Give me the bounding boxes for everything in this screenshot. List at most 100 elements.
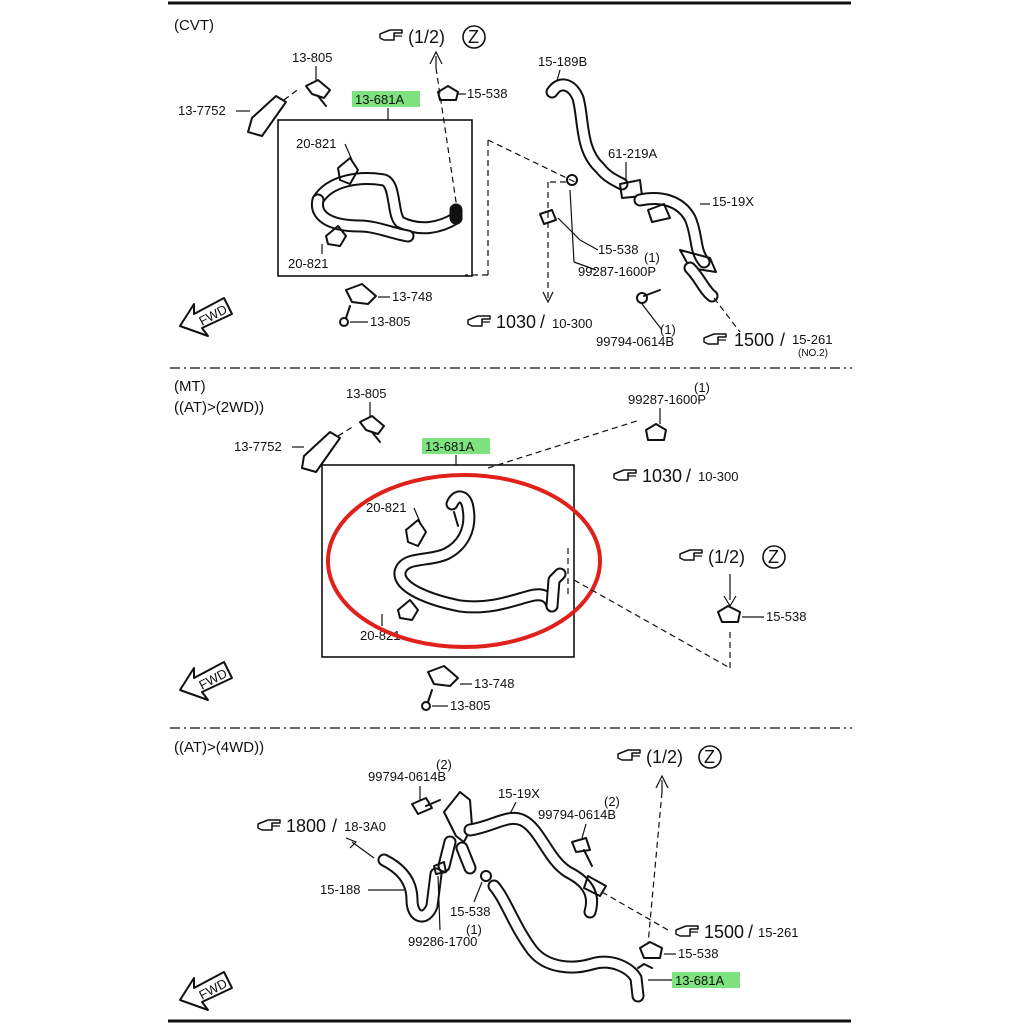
detail-box bbox=[321, 464, 575, 658]
label-bolt-right-qty: (1) bbox=[660, 322, 676, 337]
clip-icon bbox=[437, 85, 459, 101]
pointing-hand-icon bbox=[467, 315, 491, 327]
label-bolt-top: 13-805 bbox=[292, 50, 332, 65]
fwd-label: FWD bbox=[196, 302, 229, 329]
pointing-hand-icon bbox=[675, 925, 699, 937]
label-clamp: 99287-1600P bbox=[628, 392, 706, 407]
label-clamp: 99287-1600P bbox=[578, 264, 656, 279]
label-clip-right: 15-538 bbox=[766, 609, 806, 624]
bracket-icon bbox=[247, 95, 287, 137]
section-title: (CVT) bbox=[174, 17, 214, 34]
label-hose-left: 15-188 bbox=[320, 882, 360, 897]
ref-1500-sub: 15-261 bbox=[758, 925, 798, 940]
bracket-bottom-icon bbox=[427, 665, 459, 687]
label-clamp: 99286-1700 bbox=[408, 934, 477, 949]
bolt-right-icon bbox=[636, 292, 648, 304]
label-bolt-bottom: 13-805 bbox=[450, 698, 490, 713]
label-bracket: 13-7752 bbox=[178, 103, 226, 118]
label-clamp-qty: (1) bbox=[466, 922, 482, 937]
clip-mid-icon bbox=[480, 870, 492, 882]
section-cvt: (CVT) (1/2) Z 13-805 13-7752 13-681A 15-… bbox=[174, 17, 832, 359]
label-bolt-top: 13-805 bbox=[346, 386, 386, 401]
label-clip-upper: 20-821 bbox=[366, 500, 406, 515]
clip-right-icon bbox=[566, 174, 578, 186]
bolt-icon bbox=[305, 79, 331, 99]
label-bolt-right: 99794-0614B bbox=[538, 807, 616, 822]
ref-1500: 1500 bbox=[704, 922, 744, 942]
clip-icon bbox=[645, 423, 667, 441]
ref-1030-sub: 10-300 bbox=[552, 316, 592, 331]
label-clamp-qty: (1) bbox=[644, 250, 660, 265]
highlight-hose-main bbox=[672, 972, 740, 988]
label-hose-main: 13-681A bbox=[675, 973, 724, 988]
label-clip-right: 15-538 bbox=[678, 946, 718, 961]
label-clip-right: 15-538 bbox=[598, 242, 638, 257]
ref-1500-sub: 15-261 bbox=[792, 332, 832, 347]
ref-half: (1/2) bbox=[708, 547, 745, 567]
ref-1030-sub: 10-300 bbox=[698, 469, 738, 484]
section-subtitle: ((AT)>(2WD)) bbox=[174, 399, 264, 416]
label-bolt-right: 99794-0614B bbox=[596, 334, 674, 349]
label-bracket: 13-7752 bbox=[234, 439, 282, 454]
bracket-bottom-icon bbox=[345, 283, 377, 305]
svg-text:/: / bbox=[748, 922, 753, 942]
label-bolt-bottom: 13-805 bbox=[370, 314, 410, 329]
zone-letter: Z bbox=[704, 747, 715, 767]
label-clip-lower: 20-821 bbox=[288, 256, 328, 271]
zone-letter: Z bbox=[768, 547, 779, 567]
ref-half: (1/2) bbox=[408, 27, 445, 47]
clamp-icon bbox=[405, 519, 427, 547]
label-hose-main: 13-681A bbox=[355, 92, 404, 107]
ref-1030: 1030 bbox=[642, 466, 682, 486]
svg-text:/: / bbox=[332, 816, 337, 836]
bracket-icon bbox=[301, 431, 341, 473]
zone-circle-icon bbox=[762, 545, 786, 569]
label-bolt-right-qty: (2) bbox=[604, 794, 620, 809]
section-title: (MT) bbox=[174, 378, 206, 395]
bolt-icon bbox=[359, 415, 385, 435]
clip-right-icon bbox=[717, 605, 741, 623]
label-clip-bottom: 13-748 bbox=[392, 289, 432, 304]
label-clip: 15-538 bbox=[467, 86, 507, 101]
pointing-hand-icon bbox=[613, 469, 637, 481]
label-hose-joint: 61-219A bbox=[608, 146, 657, 161]
pointing-hand-icon bbox=[379, 29, 403, 41]
ref-1800-sub: 18-3A0 bbox=[344, 819, 386, 834]
label-pipe: 15-19X bbox=[712, 194, 754, 209]
red-circle-mark bbox=[326, 473, 602, 649]
label-clip-mid: 15-538 bbox=[450, 904, 490, 919]
label-hose-main: 13-681A bbox=[425, 439, 474, 454]
pointing-hand-icon bbox=[257, 819, 281, 831]
zone-letter: Z bbox=[468, 27, 479, 47]
section-title: ((AT)>(4WD)) bbox=[174, 739, 264, 756]
ref-1030: 1030 bbox=[496, 312, 536, 332]
pointing-hand-icon bbox=[703, 333, 727, 345]
svg-text:/: / bbox=[780, 330, 785, 350]
svg-text:/: / bbox=[540, 312, 545, 332]
zone-circle-icon bbox=[462, 25, 486, 49]
clip-right-icon bbox=[639, 941, 663, 959]
fwd-label: FWD bbox=[196, 976, 229, 1003]
clamp-icon bbox=[337, 157, 359, 185]
section-at-4wd: ((AT)>(4WD)) 99794-0614B (2) 15-19X 9979… bbox=[174, 739, 798, 1011]
svg-text:/: / bbox=[686, 466, 691, 486]
highlight-hose-main bbox=[352, 91, 420, 107]
label-hose-right: 15-189B bbox=[538, 54, 587, 69]
label-clip-upper: 20-821 bbox=[296, 136, 336, 151]
ref-half: (1/2) bbox=[646, 747, 683, 767]
ref-1500: 1500 bbox=[734, 330, 774, 350]
ref-1800: 1800 bbox=[286, 816, 326, 836]
detail-box bbox=[277, 119, 473, 277]
highlight-hose-main bbox=[422, 438, 490, 454]
section-mt: (MT) ((AT)>(2WD)) 13-805 13-7752 13-681A… bbox=[174, 378, 806, 713]
pointing-hand-icon bbox=[617, 749, 641, 761]
fwd-label: FWD bbox=[196, 666, 229, 693]
zone-circle-icon bbox=[698, 745, 722, 769]
label-clip-bottom: 13-748 bbox=[474, 676, 514, 691]
label-bolt-left: 99794-0614B bbox=[368, 769, 446, 784]
pointing-hand-icon bbox=[679, 549, 703, 561]
label-clamp-qty: (1) bbox=[694, 380, 710, 395]
ref-1500-note: (NO.2) bbox=[798, 348, 828, 359]
label-pipe: 15-19X bbox=[498, 786, 540, 801]
